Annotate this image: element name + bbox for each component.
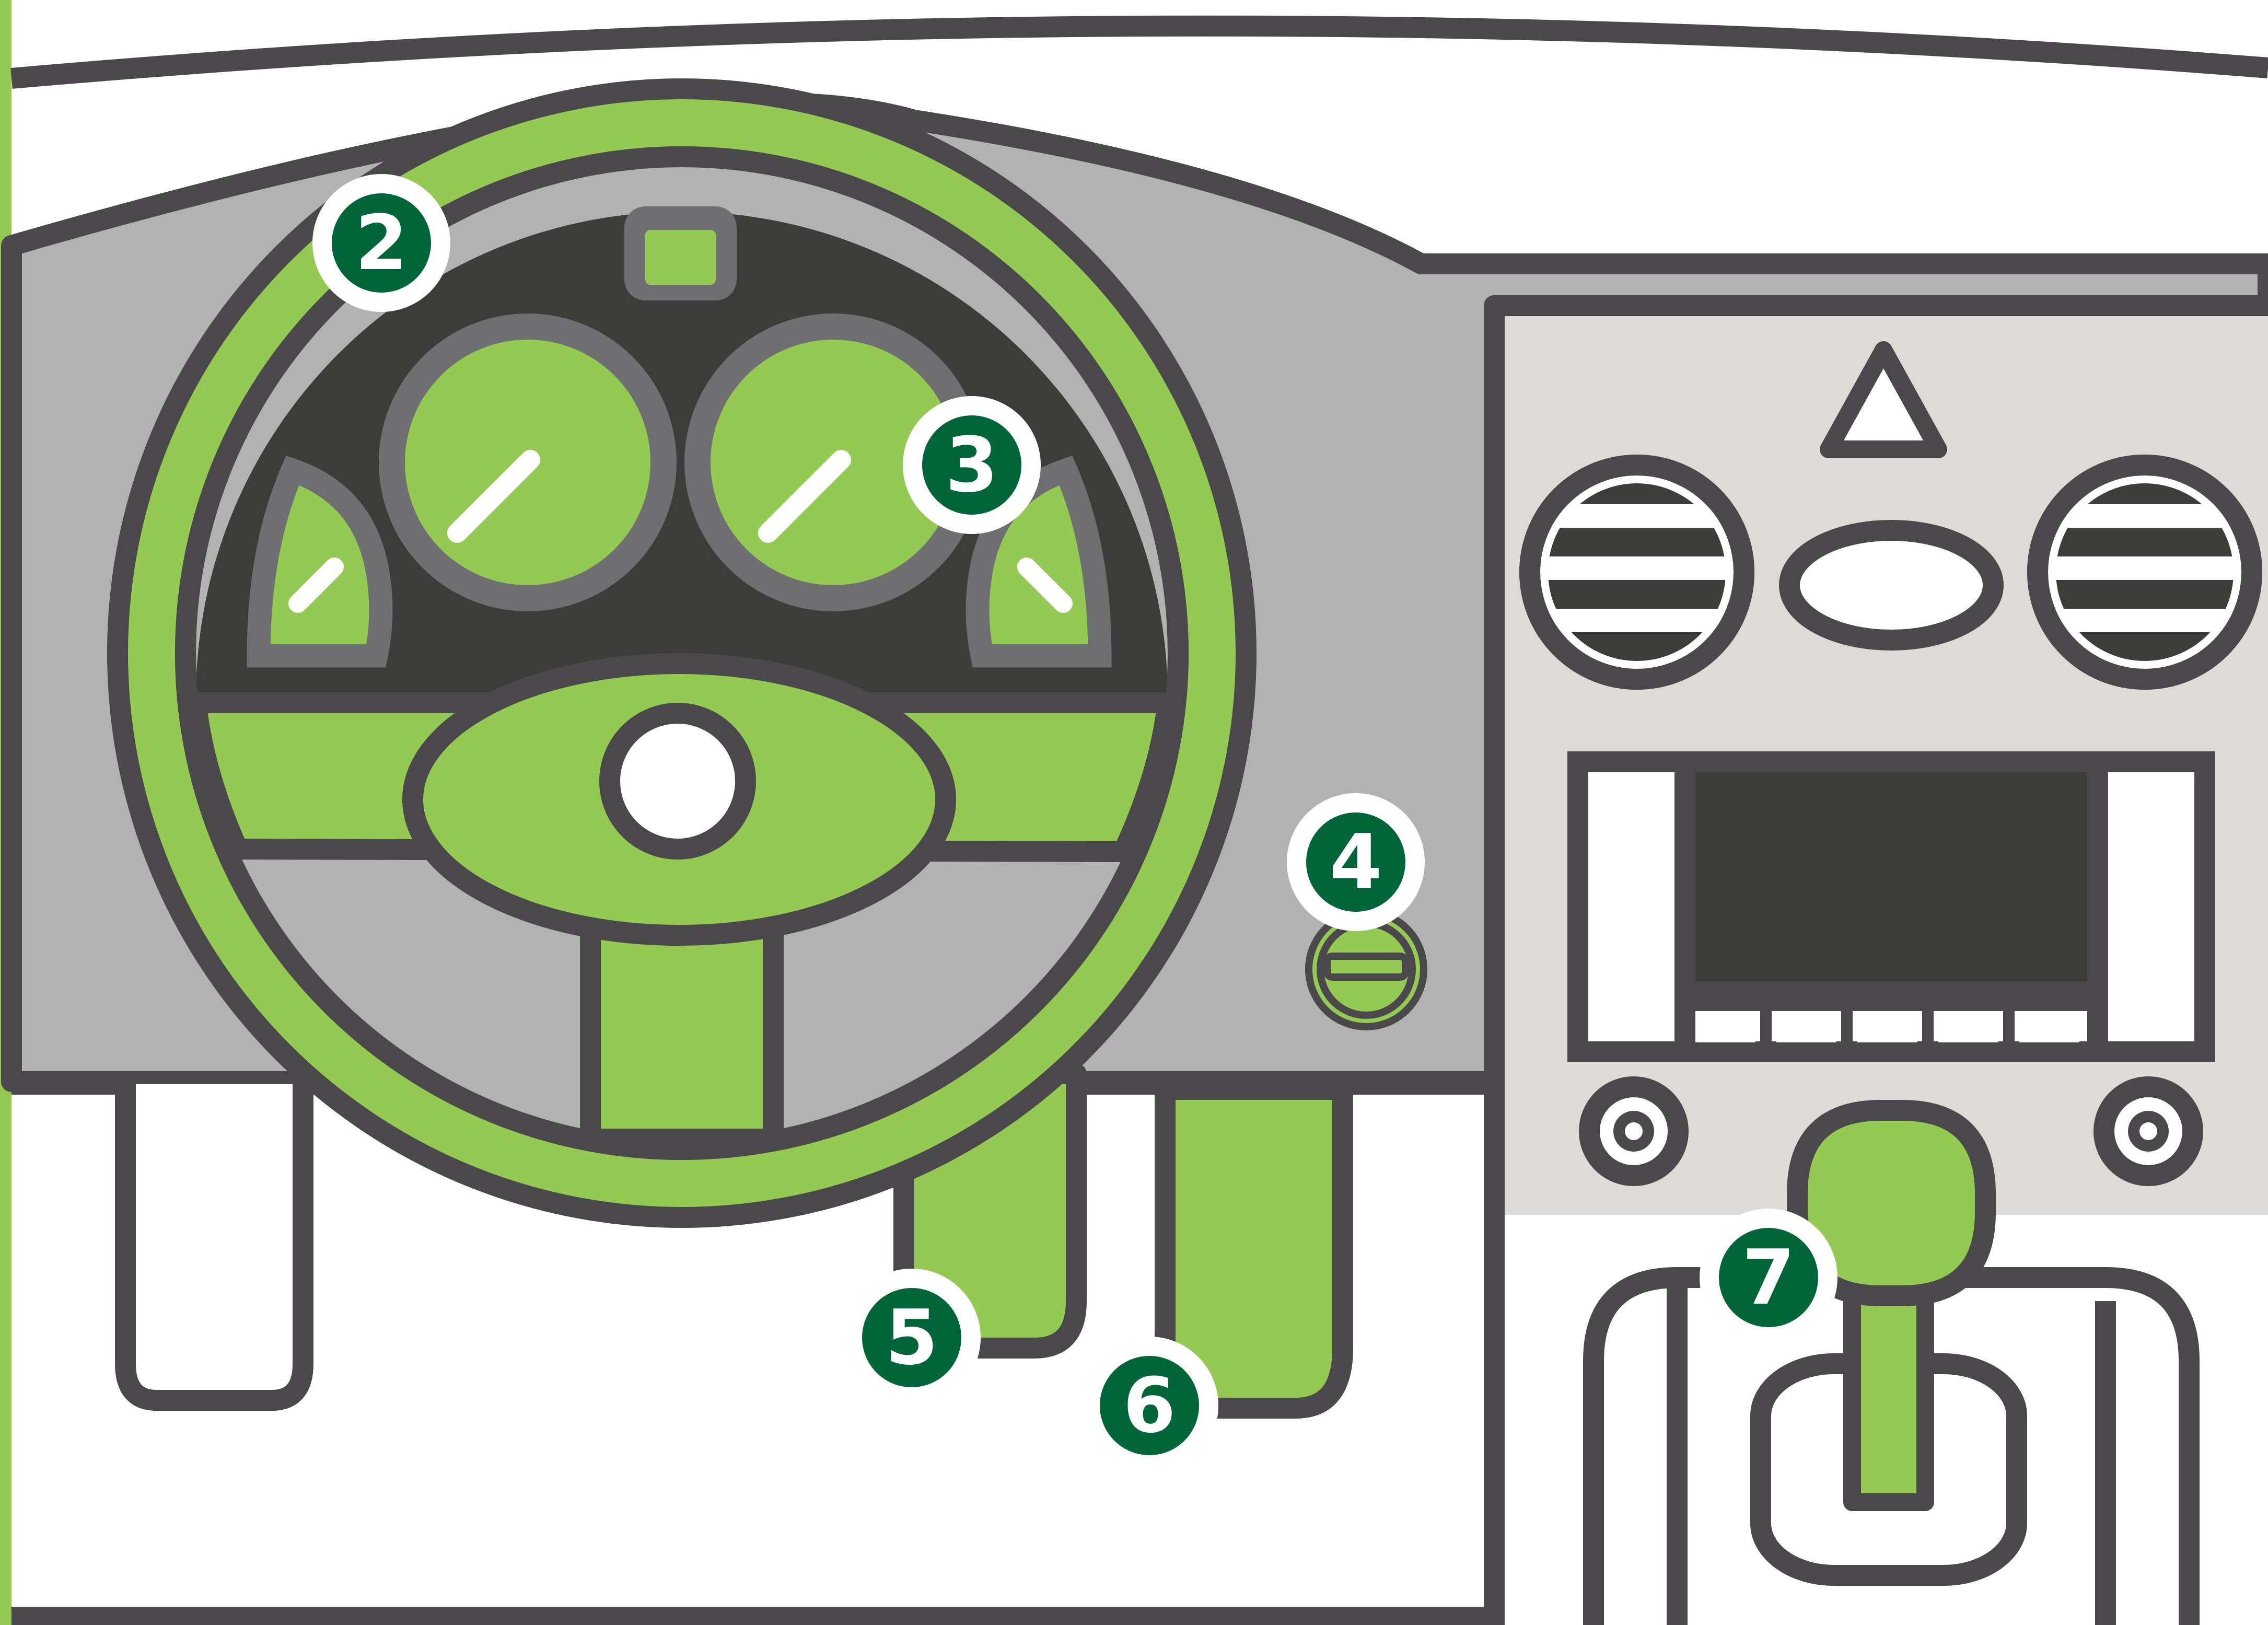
- indicator-light: [645, 230, 716, 285]
- infotainment-unit: [1578, 762, 2205, 1052]
- air-vent-icon[interactable]: [1530, 465, 1744, 679]
- shift-lever[interactable]: [1852, 1296, 1925, 1502]
- preset-button[interactable]: [1695, 1011, 1755, 1042]
- marker-gauge-area[interactable]: 3: [903, 396, 1041, 534]
- air-vent-icon[interactable]: [2038, 465, 2252, 679]
- marker-number: 6: [1123, 1362, 1176, 1450]
- preset-button[interactable]: [1776, 1011, 1836, 1042]
- preset-button[interactable]: [2019, 1011, 2079, 1042]
- preset-button[interactable]: [1857, 1011, 1917, 1042]
- marker-number: 4: [1330, 818, 1382, 907]
- marker-dash-switch[interactable]: 4: [1287, 793, 1425, 931]
- marker-number: 5: [886, 1294, 938, 1382]
- horn-button[interactable]: [610, 713, 746, 849]
- windshield-edge: [11, 26, 2268, 78]
- marker-number: 3: [946, 421, 998, 509]
- marker-instrument-cluster[interactable]: 2: [312, 174, 450, 312]
- footrest: [125, 1084, 303, 1400]
- marker-accelerator-pedal[interactable]: 6: [1080, 1337, 1218, 1475]
- preset-button[interactable]: [1938, 1011, 1998, 1042]
- display-screen[interactable]: [1685, 762, 2098, 992]
- marker-brake-pedal[interactable]: 5: [843, 1269, 981, 1407]
- marker-number: 2: [355, 199, 408, 287]
- speedometer: [392, 327, 664, 598]
- marker-number: 7: [1742, 1234, 1795, 1322]
- marker-gear-shifter[interactable]: 7: [1700, 1209, 1837, 1347]
- center-oval-button[interactable]: [1789, 530, 1993, 640]
